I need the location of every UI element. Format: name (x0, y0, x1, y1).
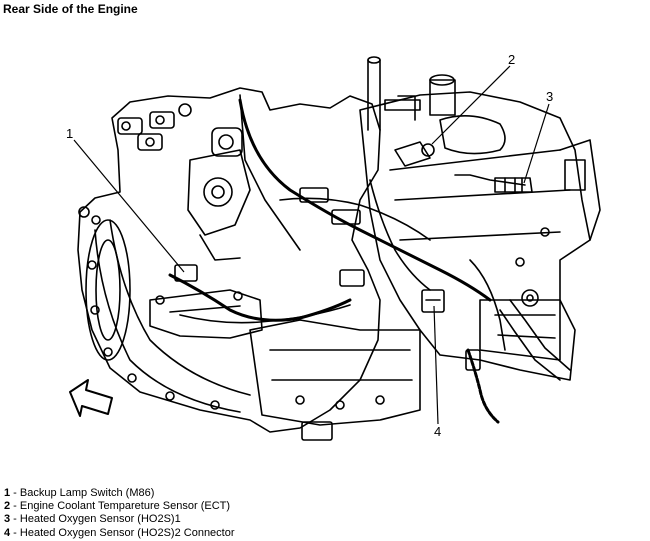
legend-text: Heated Oxygen Sensor (HO2S)1 (19, 513, 181, 526)
leader-line-3 (523, 103, 550, 184)
leader-line-2 (431, 65, 511, 145)
front-direction-arrow-icon (69, 379, 113, 417)
legend-number: 2 (4, 500, 11, 513)
diagram-title: Rear Side of the Engine (3, 2, 138, 16)
legend-number: 1 (4, 487, 11, 499)
hose-vertical (367, 59, 381, 131)
transmission-case (77, 87, 381, 433)
legend-item-3: 3 - Heated Oxygen Sensor (HO2S)1 (4, 513, 235, 526)
legend-number: 4 (4, 526, 11, 539)
callout-label-2: 2 (508, 52, 515, 67)
callout-label-4: 4 (434, 424, 441, 439)
legend-text: Backup Lamp Switch (M86) (19, 487, 155, 499)
legend-item-4: 4 - Heated Oxygen Sensor (HO2S)2 Connect… (4, 527, 235, 540)
legend-number: 3 (4, 513, 11, 526)
legend: 1 - Backup Lamp Switch (M86) 2 - Engine … (4, 487, 235, 540)
legend-separator: - (10, 500, 20, 513)
engine-block (359, 91, 591, 381)
legend-item-1: 1 - Backup Lamp Switch (M86) (4, 487, 235, 500)
legend-item-2: 2 - Engine Coolant Tempareture Sensor (E… (4, 500, 235, 513)
leader-line-1 (73, 139, 185, 273)
legend-text: Engine Coolant Tempareture Sensor (ECT) (19, 500, 231, 513)
legend-text: Heated Oxygen Sensor (HO2S)2 Connector (19, 526, 235, 539)
callout-label-1: 1 (66, 126, 73, 141)
legend-separator: - (10, 513, 20, 526)
leader-line-4 (433, 305, 439, 425)
callout-label-3: 3 (546, 89, 553, 104)
legend-separator: - (10, 487, 20, 499)
legend-separator: - (10, 526, 20, 539)
